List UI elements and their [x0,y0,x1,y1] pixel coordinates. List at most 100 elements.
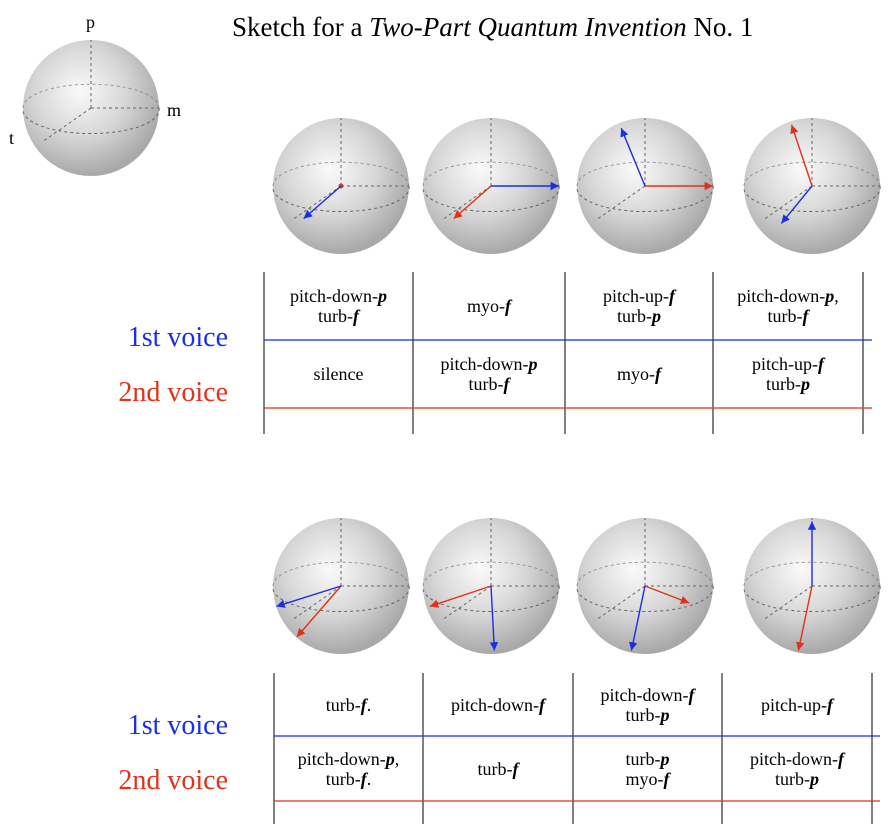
dynamic-mark: f [837,748,844,769]
state-sphere-s2-1 [272,518,410,654]
state-sphere-s2-4-voice2-vector [796,585,813,651]
legend-sphere-equator-back [22,83,160,109]
state-sphere-s1-2-t-axis [441,185,492,221]
legend-sphere-equator [22,107,160,135]
cell-text: pitch-down- [290,286,378,306]
state-sphere-s2-1-equator [272,585,410,613]
legend-sphere-t-axis [41,107,92,143]
state-sphere-s1-1 [272,118,410,254]
state-sphere-s2-1-t-axis [291,585,342,621]
state-sphere-s1-3-equator [576,185,714,213]
state-sphere-s2-1-voice1-vector [276,585,342,608]
cell-line: turb-f [441,374,538,394]
system1-voice1-cell-4: pitch-down-p,turb-f [713,272,863,340]
system2-voice2-cell-2: turb-f [423,736,573,801]
cell-line: turb-f. [326,695,372,715]
state-sphere-s1-4-equator [743,185,881,213]
system2-voice1-cell-1: turb-f. [274,673,423,736]
state-sphere-s2-4-t-axis [762,585,813,621]
state-sphere-s2-3 [576,518,714,654]
cell-line: turb-f [478,759,519,779]
cell-text: turb- [468,374,504,394]
cell-text: turb- [477,758,513,779]
dynamic-mark: f [668,286,675,306]
dynamic-mark: p [660,748,670,769]
axis-label-m: m [167,100,182,120]
state-sphere-s1-3 [576,118,714,254]
cell-line: myo-f [617,364,661,384]
cell-line: pitch-down-f [750,749,844,769]
cell-line: pitch-down-p [290,286,387,306]
system1-voice1-cell-2: myo-f [413,272,565,340]
dynamic-mark: f [360,768,367,789]
dynamic-mark: f [538,694,545,715]
state-sphere-s2-4-equator [743,585,881,613]
state-sphere-s2-1-voice2-vector [296,585,342,638]
cell-line: myo-f [626,769,670,789]
dynamic-mark: p [385,748,395,769]
cell-text: pitch-down- [600,684,689,705]
cell-text: turb- [625,704,661,725]
cell-line: silence [314,364,364,384]
state-sphere-s2-4-equator-back [743,561,881,587]
system1-voice2-cell-3: myo-f [565,340,713,408]
state-sphere-s1-4-voice2-vector [790,124,813,187]
dynamic-mark: f [688,684,695,705]
cell-text: turb- [616,306,652,326]
state-sphere-s2-2-voice2-vector [429,585,492,608]
dynamic-mark: f [512,758,519,779]
cell-line: pitch-down-f [601,685,695,705]
dynamic-mark: p [809,768,819,789]
state-sphere-s2-3-t-axis [595,585,646,621]
title-italic: Two-Part Quantum Invention [369,12,687,42]
state-sphere-s2-2-equator [422,585,560,613]
cell-text: pitch-down- [750,748,838,769]
cell-line: turb-p [626,749,670,769]
system1-voice2-cell-1: silence [264,340,413,408]
state-sphere-s1-3-t-axis [595,185,646,221]
dynamic-mark: f [663,768,670,789]
axis-label-t: t [9,128,15,148]
dynamic-mark: f [360,694,367,715]
axis-label-p: p [86,12,95,32]
cell-line: pitch-up-f [752,354,824,374]
state-sphere-s1-4-equator-back [743,161,881,187]
state-sphere-s1-4-t-axis [762,185,813,221]
cell-line: turb-f [737,306,838,326]
state-sphere-s1-4-voice1-vector [780,185,813,224]
state-sphere-s1-4 [743,118,881,254]
legend-sphere [22,40,160,176]
state-sphere-s2-3-equator [576,585,714,613]
cell-line: turb-f [290,306,387,326]
cell-text: pitch-down- [297,748,386,769]
cell-text: turb- [767,306,803,326]
state-sphere-s2-2 [422,518,560,654]
system2-voice1-cell-2: pitch-down-f [423,673,573,736]
cell-punct: . [366,694,372,715]
voice2-label-system2: 2nd voice [118,765,228,796]
dynamic-mark: p [825,286,835,306]
cell-text: pitch-down- [451,694,539,715]
dynamic-mark: p [528,354,538,374]
cell-text: turb- [317,306,353,326]
dynamic-mark: f [655,364,661,384]
dynamic-mark: f [826,694,833,715]
state-sphere-s2-2-voice1-vector [489,585,499,651]
dynamic-mark: f [505,296,511,316]
cell-text: myo- [467,296,505,316]
cell-text: pitch-up- [603,286,669,306]
cell-text: turb- [325,768,361,789]
state-sphere-s1-1-voice1-vector [303,185,342,220]
cell-line: turb-p [750,769,844,789]
cell-text: turb- [325,694,361,715]
page-title: Sketch for a Two-Part Quantum Invention … [232,12,754,42]
state-sphere-s2-1-equator-back [272,561,410,587]
cell-punct: , [834,286,839,306]
